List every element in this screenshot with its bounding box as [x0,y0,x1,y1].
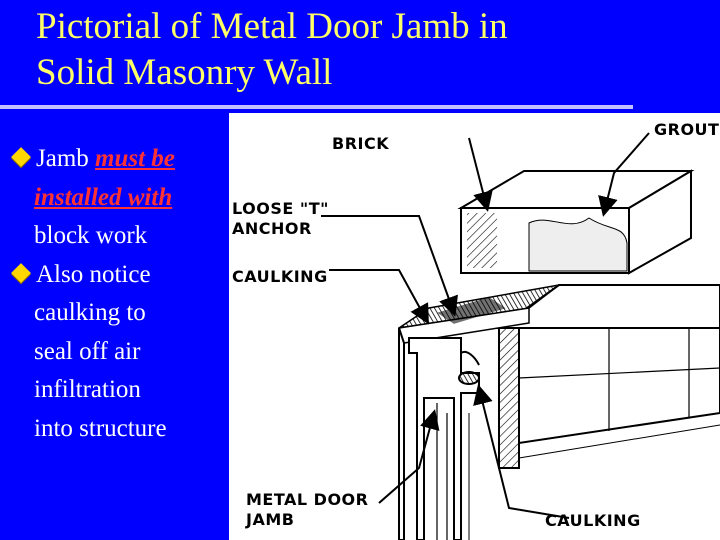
bullet-item-jamb: Jamb must be installed with block work [11,140,219,256]
bullet-text: Also notice [36,260,151,288]
bullet-text: caulking to [34,299,146,326]
label-metal-door-jamb-line-2: JAMB [246,510,295,529]
slide-title: Pictorial of Metal Door Jamb in Solid Ma… [36,4,696,96]
label-loose-t-anchor-line-2: ANCHOR [232,219,312,238]
bullet-text: into structure [34,414,167,442]
diamond-bullet-icon [11,147,31,167]
bullet-text: seal off air [34,337,141,365]
label-loose-t-anchor-line-1: LOOSE "T" [232,199,329,218]
bullet-text: Jamb [36,145,96,172]
metal-jamb-profile [398,327,480,540]
label-brick: BRICK [332,134,390,153]
brick-course-bottom [495,284,720,469]
slide-title-line-2: Solid Masonry Wall [36,52,333,93]
leader-lines [321,132,650,519]
door-jamb-illustration: BRICK GROUT LOOSE "T" ANCHOR CAULKING ME… [229,113,720,540]
bullet-emphasis: must be [95,145,175,172]
diamond-bullet-icon [11,262,31,283]
label-grout: GROUT [654,120,720,139]
title-divider [0,105,633,109]
label-caulking-bottom: CAULKING [545,511,641,530]
bullet-emphasis: installed with [34,183,173,211]
label-caulking-top: CAULKING [232,267,328,286]
bullet-text: infiltration [34,376,141,403]
door-jamb-drawing [321,132,720,540]
bullet-list: Jamb must be installed with block work A… [11,140,219,449]
bullet-item-caulking: Also notice caulking to seal off air inf… [11,256,219,449]
bullet-text: block work [34,222,148,249]
slide-title-line-1: Pictorial of Metal Door Jamb in [36,6,508,47]
brick-course-top [457,169,695,275]
label-metal-door-jamb-line-1: METAL DOOR [246,490,369,509]
